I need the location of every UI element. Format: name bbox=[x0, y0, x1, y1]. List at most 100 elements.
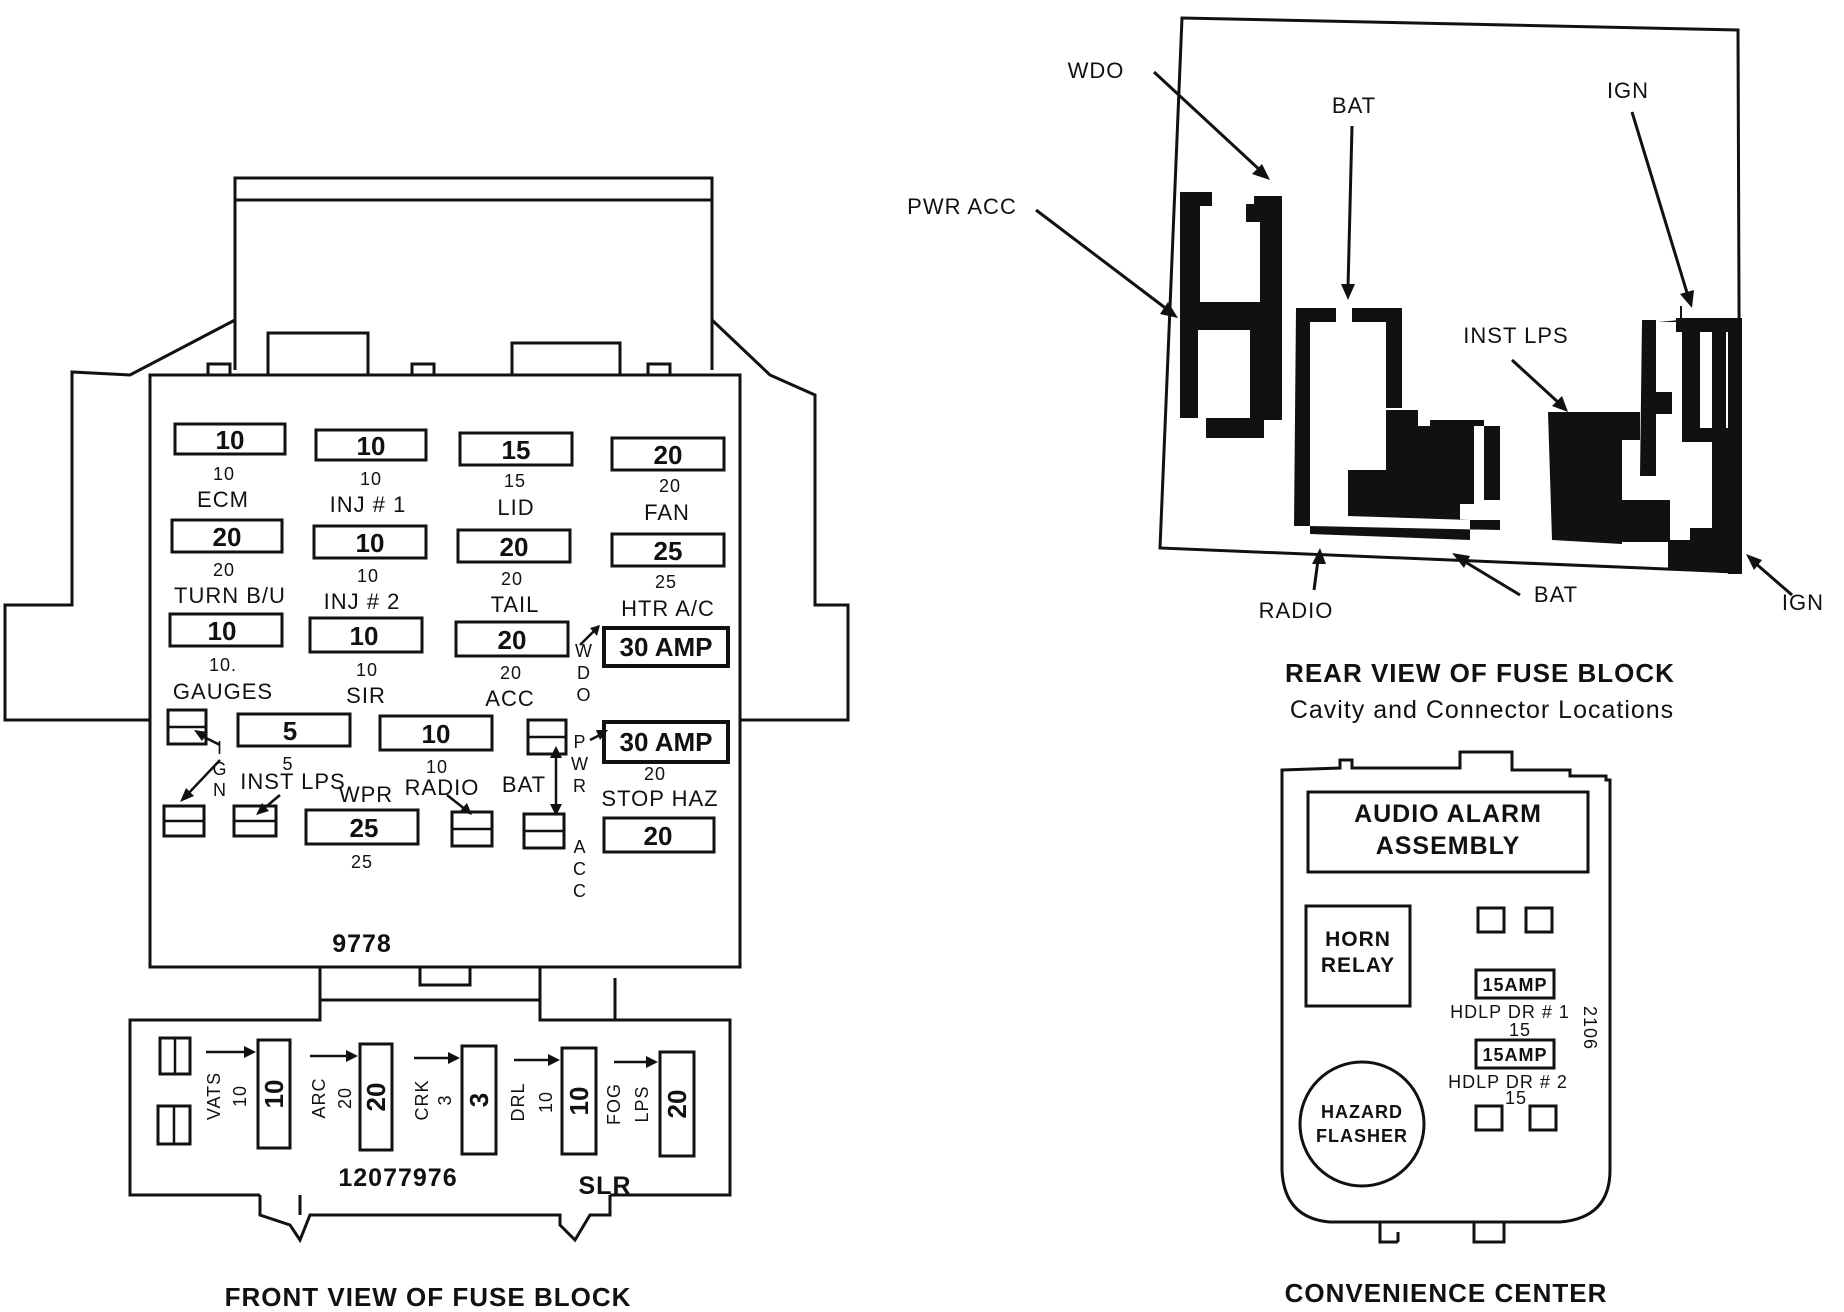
fuse-fan-value: 20 bbox=[654, 440, 683, 470]
audio-alarm-assembly bbox=[1306, 790, 1590, 874]
ign-letter-1: I bbox=[217, 738, 223, 758]
fuse-fan-rating: 20 bbox=[659, 476, 681, 496]
fuse-lid-value: 15 bbox=[502, 435, 531, 465]
fuse-htr-ac bbox=[610, 532, 726, 568]
front-fuse-row-4: 5 5 INST LPS 10 10 RADIO BAT 30 AMP 20 S… bbox=[166, 708, 730, 811]
fuse-wpr bbox=[304, 808, 420, 846]
fuse-arc-label: ARC bbox=[309, 1077, 329, 1118]
fuse-inj2-rating: 10 bbox=[357, 566, 379, 586]
fuse-30amp-top bbox=[602, 626, 730, 668]
wdo-letter-2: D bbox=[577, 663, 591, 683]
lower-part-number: 12077976 bbox=[338, 1164, 457, 1192]
front-fuse-row-5: 25 25 WPR 20 bbox=[162, 782, 716, 872]
hdlp-dr2-rating: 15 bbox=[1505, 1088, 1527, 1108]
fuse-radio-rating: 10 bbox=[426, 757, 448, 777]
front-fuse-row-2: 20 20 TURN B/U 10 10 INJ # 2 20 20 TAIL … bbox=[170, 518, 726, 621]
front-fuse-block-outline bbox=[3, 176, 850, 1244]
lower-fuse-block: 10 10 VATS 20 20 ARC 3 3 CRK 10 10 DRL 2… bbox=[156, 1036, 696, 1158]
fuse-tail-label: TAIL bbox=[491, 592, 540, 617]
fuse-sir-rating: 10 bbox=[356, 660, 378, 680]
hazard-flasher-label-1: HAZARD bbox=[1321, 1102, 1403, 1122]
hdlp-dr2-label: HDLP DR # 2 bbox=[1448, 1072, 1568, 1092]
fuse-lid-label: LID bbox=[497, 495, 534, 520]
front-part-number: 9778 bbox=[332, 930, 392, 958]
fuse-inst-lps bbox=[236, 712, 352, 748]
convenience-center-caption: CONVENIENCE CENTER bbox=[1285, 1278, 1608, 1308]
horn-relay-label-1: HORN bbox=[1325, 928, 1391, 951]
ign-vertical-label: I G N bbox=[212, 738, 227, 800]
fuse-inj1-label: INJ # 1 bbox=[330, 492, 407, 517]
fuse-lps-label: LPS bbox=[632, 1085, 652, 1122]
fuse-inj1-rating: 10 bbox=[360, 469, 382, 489]
bat-label: BAT bbox=[502, 772, 546, 797]
front-view-arrows bbox=[180, 625, 608, 816]
hdlp-dr1-rating: 15 bbox=[1509, 1020, 1531, 1040]
fuse-inst-lps-value: 5 bbox=[283, 716, 297, 746]
front-fuse-row-1: 10 10 ECM 10 10 INJ # 1 15 15 LID 20 20 … bbox=[173, 422, 726, 525]
fuse-radio-value: 10 bbox=[422, 719, 451, 749]
pwr-letter-1: P bbox=[573, 732, 586, 752]
rear-view-caption: REAR VIEW OF FUSE BLOCK bbox=[1285, 658, 1675, 688]
fuse-tail bbox=[456, 528, 572, 564]
front-fuse-row-3: 10 10. GAUGES 10 10 SIR 20 20 ACC 30 AMP bbox=[168, 612, 730, 711]
fuse-crk bbox=[460, 1044, 498, 1156]
fuse-htr-ac-value: 25 bbox=[654, 536, 683, 566]
rear-wdo-label: WDO bbox=[1068, 58, 1125, 83]
fuse-wpr-value: 25 bbox=[350, 813, 379, 843]
fuse-vats-label: VATS bbox=[204, 1072, 224, 1120]
fuse-inst-lps-rating: 5 bbox=[282, 754, 293, 774]
hazard-flasher bbox=[1298, 1060, 1426, 1188]
acc-letter-1: A bbox=[573, 837, 586, 857]
cc-socket-2 bbox=[1524, 906, 1554, 934]
fuse-fog-lps bbox=[658, 1050, 696, 1158]
fuse-lid-rating: 15 bbox=[504, 471, 526, 491]
fuse-inj1-value: 10 bbox=[357, 431, 386, 461]
hazard-flasher-label-2: FLASHER bbox=[1316, 1126, 1408, 1146]
fuse-fan-label: FAN bbox=[644, 500, 690, 525]
fuse-inj2-value: 10 bbox=[356, 528, 385, 558]
rear-pwr-acc-label: PWR ACC bbox=[907, 194, 1017, 219]
fuse-30amp-bottom-value: 30 AMP bbox=[620, 727, 713, 757]
cc-socket-4 bbox=[1528, 1104, 1558, 1132]
fuse-turn-bu-label: TURN B/U bbox=[174, 583, 286, 608]
fuse-turn-bu bbox=[170, 518, 284, 554]
fuse-drl bbox=[560, 1046, 598, 1156]
wdo-letter-1: W bbox=[575, 641, 593, 661]
fuse-radio bbox=[378, 714, 494, 752]
hdlp-dr2-fuse bbox=[1474, 1038, 1556, 1070]
fuse-arc-value: 20 bbox=[361, 1083, 391, 1112]
rear-view-labels: WDO BAT IGN PWR ACC INST LPS RADIO BAT I… bbox=[907, 58, 1823, 623]
fuse-drl-value: 10 bbox=[564, 1087, 594, 1116]
fuse-acc-label: ACC bbox=[485, 686, 534, 711]
fuse-vats-rating: 10 bbox=[230, 1085, 250, 1107]
hdlp-dr1-fuse bbox=[1474, 968, 1556, 1000]
rear-bat-bottom-label: BAT bbox=[1534, 582, 1578, 607]
slr-label: SLR bbox=[579, 1172, 632, 1200]
fuse-tail-rating: 20 bbox=[501, 569, 523, 589]
wdo-letter-3: O bbox=[576, 685, 591, 705]
cc-socket-3 bbox=[1474, 1104, 1504, 1132]
fuse-drl-rating: 10 bbox=[536, 1091, 556, 1113]
fuse-inst-lps-label: INST LPS bbox=[240, 769, 345, 794]
fuse-gauges-label: GAUGES bbox=[173, 679, 273, 704]
rear-inst-lps-label: INST LPS bbox=[1463, 323, 1568, 348]
rear-bat-top-label: BAT bbox=[1332, 93, 1376, 118]
fuse-inj2-label: INJ # 2 bbox=[324, 589, 401, 614]
fuse-sir bbox=[308, 616, 424, 654]
audio-alarm-label-1: AUDIO ALARM bbox=[1354, 800, 1542, 828]
fuse-turn-bu-value: 20 bbox=[213, 522, 242, 552]
fuse-30amp-top-value: 30 AMP bbox=[620, 632, 713, 662]
fuse-fan bbox=[610, 436, 726, 472]
acc-letter-3: C bbox=[573, 881, 587, 901]
ign-letter-3: N bbox=[213, 780, 227, 800]
fuse-acc bbox=[454, 620, 570, 658]
fuse-turn-bu-rating: 20 bbox=[213, 560, 235, 580]
fuse-gauges-rating: 10. bbox=[209, 655, 237, 675]
fuse-sir-label: SIR bbox=[346, 683, 386, 708]
fuse-crk-label: CRK bbox=[412, 1079, 432, 1120]
acc-letter-2: C bbox=[573, 859, 587, 879]
fuse-inj2 bbox=[312, 524, 428, 560]
horn-relay bbox=[1304, 904, 1412, 1008]
front-view-caption: FRONT VIEW OF FUSE BLOCK bbox=[225, 1282, 632, 1312]
